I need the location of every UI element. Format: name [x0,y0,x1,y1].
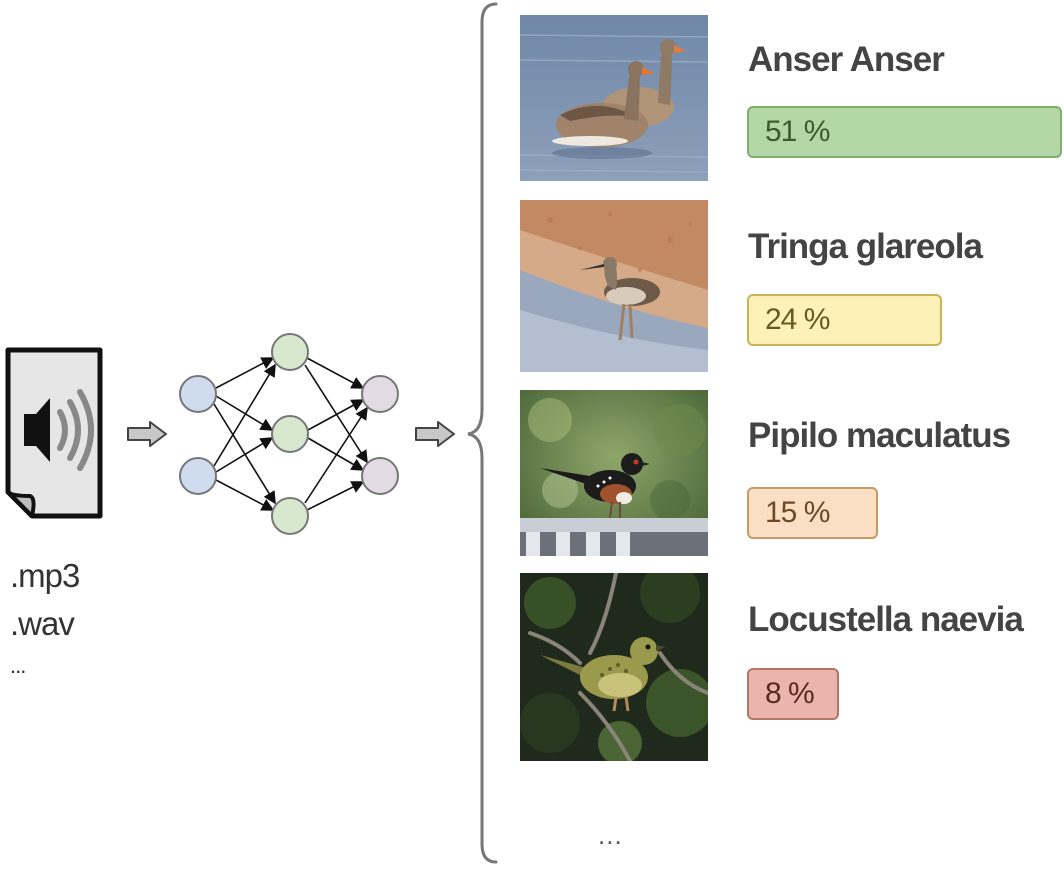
probability-bar: 15 % [747,487,878,539]
format-wav: .wav [10,605,75,642]
audio-format-list: .mp3 .wav ... [10,552,80,684]
species-name: Anser Anser [748,40,945,79]
neural-network-diagram [172,320,408,552]
format-mp3: .mp3 [10,557,80,594]
wood-sandpiper-photo [520,200,708,372]
input-node [179,375,217,413]
more-results-ellipsis: ... [598,820,623,850]
hidden-node [271,333,309,371]
probability-bar: 24 % [747,294,942,346]
greylag-goose-photo [520,15,708,181]
spotted-towhee-photo [520,390,708,556]
format-ellipsis: ... [10,653,26,678]
right-arrow-icon [126,420,170,448]
output-node [361,375,399,413]
audio-file-icon [2,346,106,522]
species-name: Tringa glareola [748,227,983,266]
species-name: Pipilo maculatus [748,416,1011,455]
curly-brace [462,0,502,866]
species-name: Locustella naevia [748,600,1024,639]
probability-bar: 51 % [747,106,1062,158]
input-node [179,457,217,495]
hidden-node [271,415,309,453]
hidden-node [271,497,309,535]
grasshopper-warbler-photo [520,573,708,761]
output-node [361,457,399,495]
probability-bar: 8 % [747,668,839,720]
right-arrow-icon [414,420,458,448]
